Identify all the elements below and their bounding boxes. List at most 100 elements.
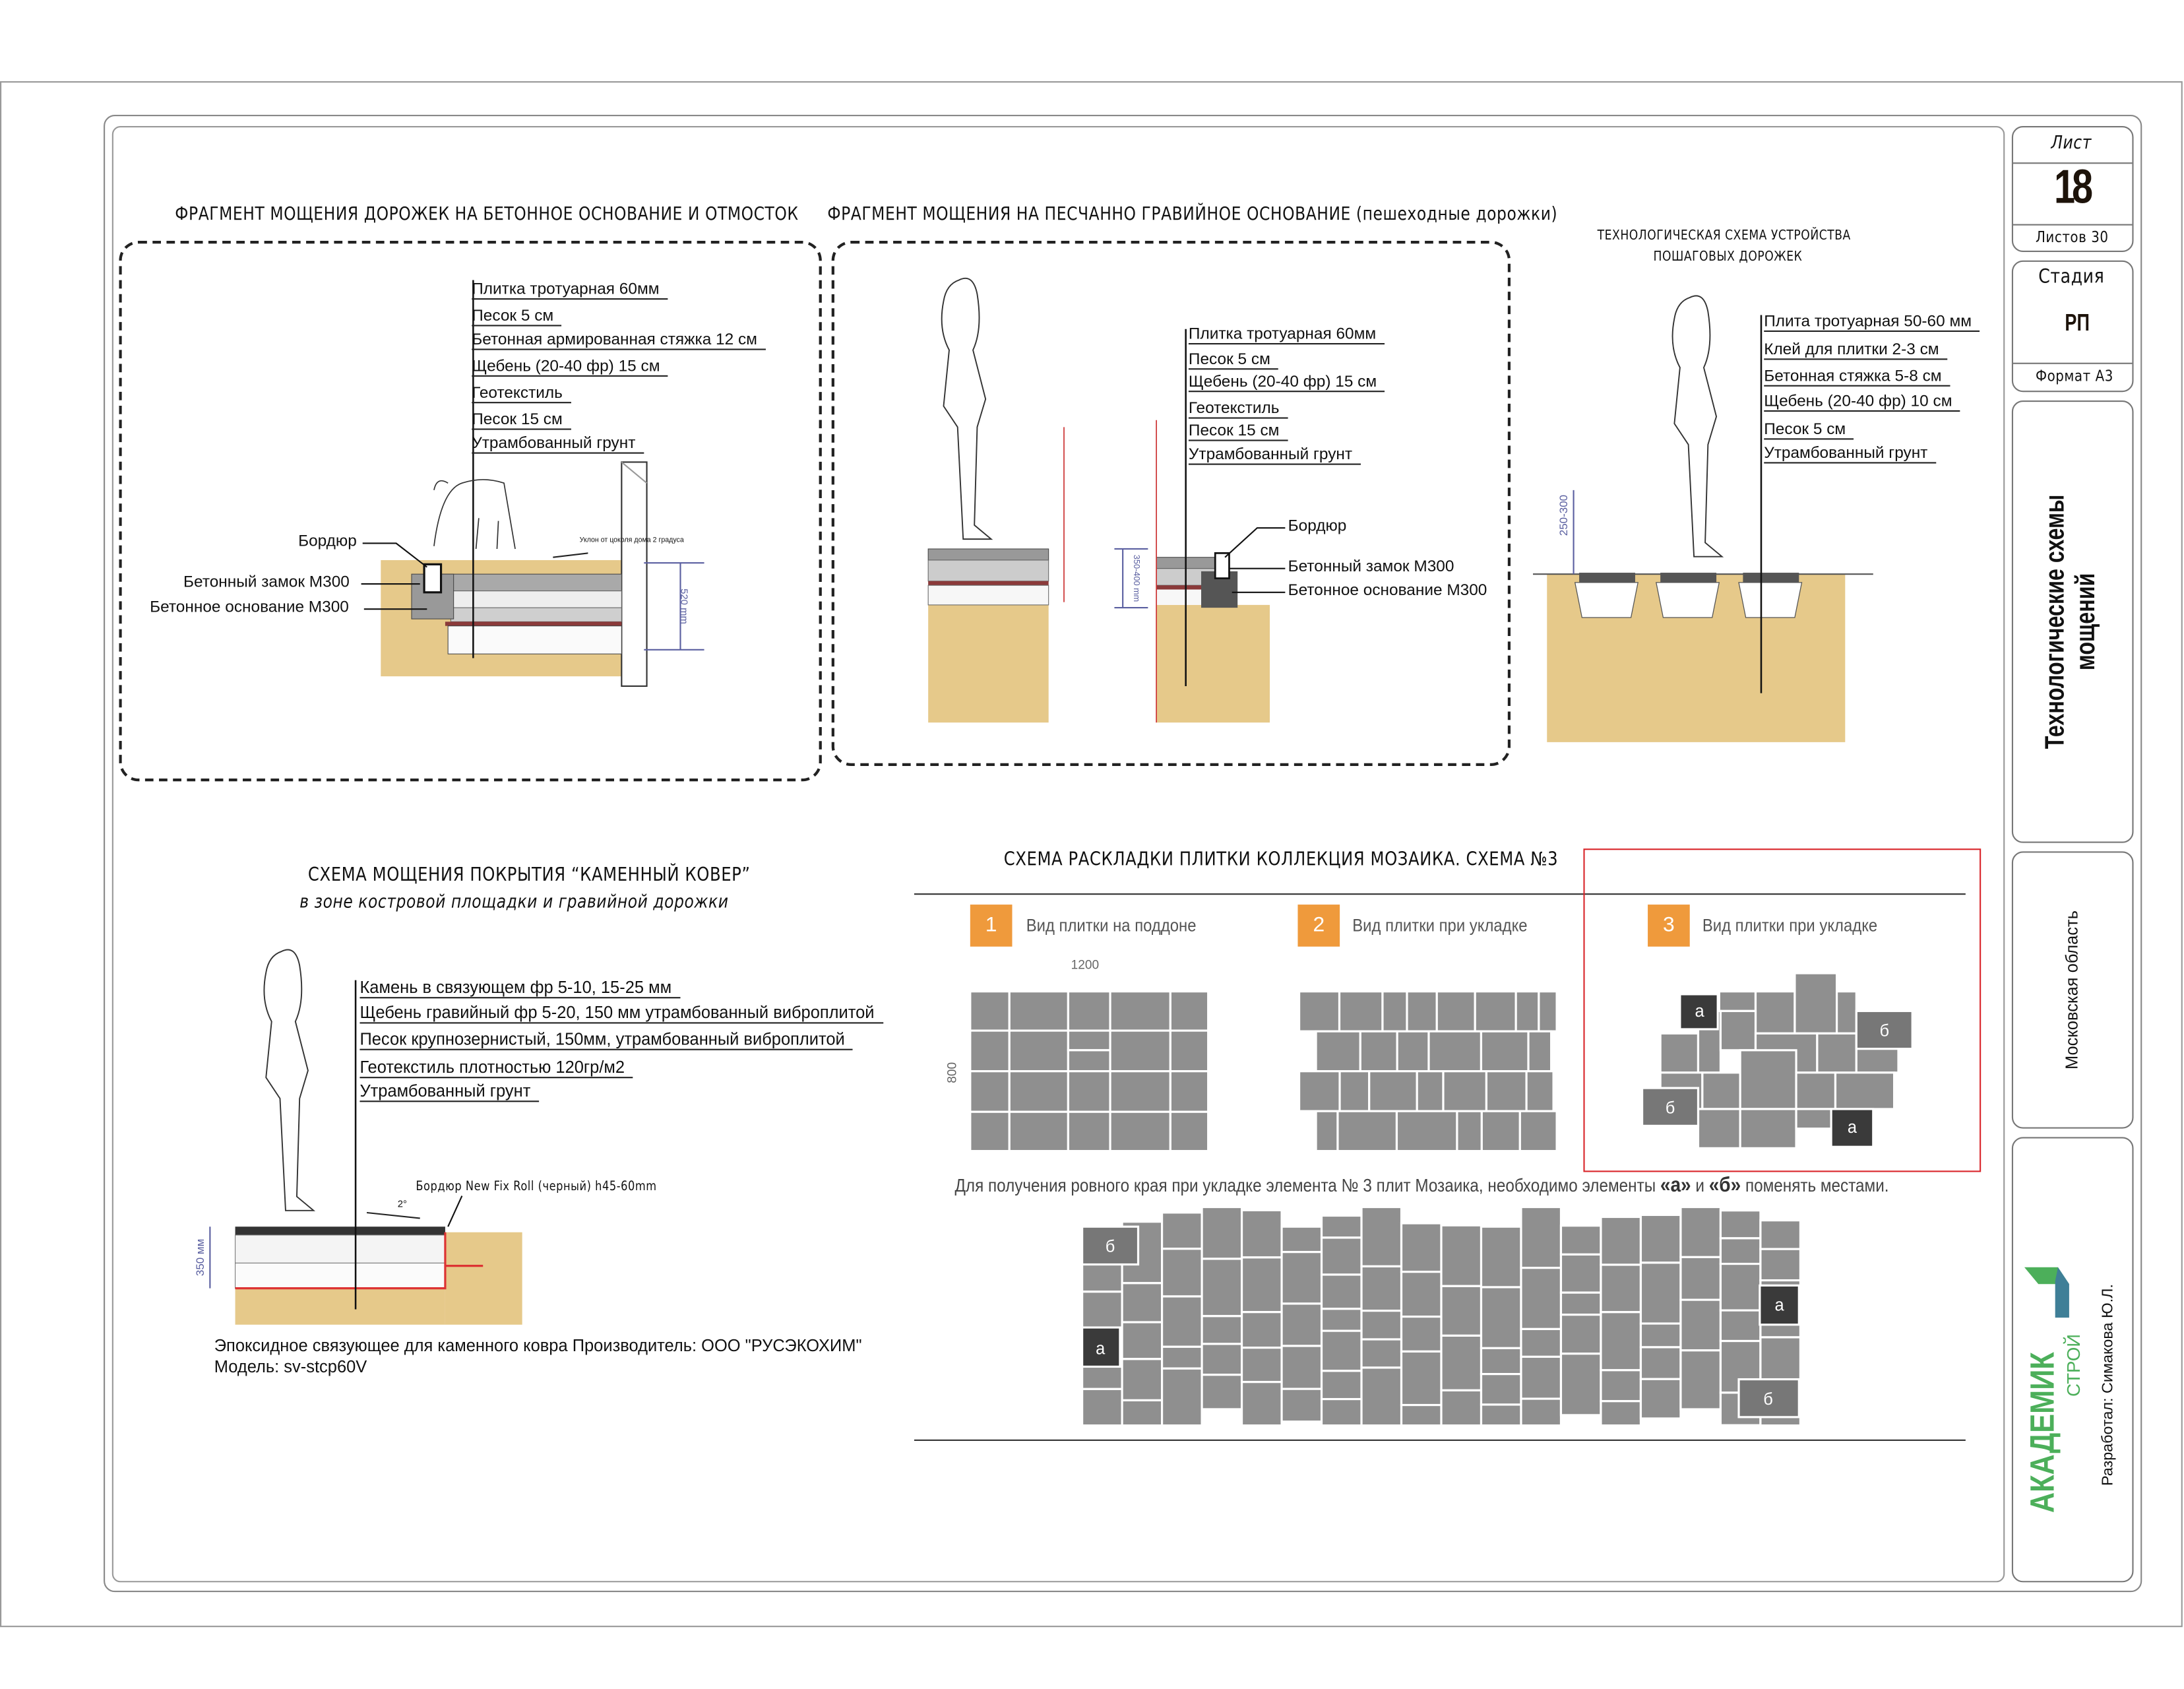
tile <box>1520 1397 1563 1427</box>
tile <box>1559 1253 1602 1294</box>
tile <box>1538 990 1558 1033</box>
section3-title-line1: ТЕХНОЛОГИЧЕСКАЯ СХЕМА УСТРОЙСТВА <box>1597 228 1851 244</box>
tile <box>1336 1110 1398 1153</box>
tile <box>1280 1225 1323 1254</box>
note-b: «б» <box>1708 1173 1741 1197</box>
section2-lock-label: Бетонный замок М300 <box>1288 558 1454 576</box>
tile <box>1816 1032 1857 1074</box>
section5-title: СХЕМА РАСКЛАДКИ ПЛИТКИ КОЛЛЕКЦИЯ МОЗАИКА… <box>1003 848 1559 872</box>
tile <box>1559 1353 1602 1417</box>
layer-label: Щебень (20-40 фр) 15 см <box>472 358 669 377</box>
tile <box>1480 1110 1521 1153</box>
content-frame <box>111 126 2005 1583</box>
sheets-total: Листов 30 <box>2035 228 2109 247</box>
tile <box>1201 1205 1243 1260</box>
tile <box>1440 1285 1483 1337</box>
tile <box>1679 1205 1722 1258</box>
layer-label: Клей для плитки 2-3 см <box>1764 342 1948 360</box>
section2-border-label: Бордюр <box>1288 518 1347 535</box>
layer-label: Плитка тротуарная 60мм <box>472 282 668 300</box>
section1-base-label: Бетонное основание М300 <box>150 599 349 616</box>
tile <box>1600 1263 1642 1314</box>
tile <box>1161 1211 1203 1250</box>
tile <box>1639 1261 1682 1325</box>
tile <box>1280 1251 1323 1305</box>
section1-title: ФРАГМЕНТ МОЩЕНИЯ ДОРОЖЕК НА БЕТОННОЕ ОСН… <box>175 204 799 226</box>
dog-icon <box>433 479 516 550</box>
tile <box>1109 1070 1171 1113</box>
tile <box>1559 1314 1602 1355</box>
stage-value: РП <box>2065 309 2090 336</box>
tile-a <box>1081 1326 1121 1368</box>
logo-box: АКАДЕМИК СТРОЙ Разработал: Симакова Ю.Л. <box>2011 1137 2134 1583</box>
tile <box>1320 1273 1363 1310</box>
tile <box>1240 1256 1283 1314</box>
divider-bottom <box>914 1439 1966 1441</box>
step-badge-1: 1 <box>970 905 1013 947</box>
person-figure-icon <box>263 949 316 1211</box>
tile <box>1201 1258 1243 1318</box>
tile <box>1360 1338 1403 1369</box>
tile <box>1435 990 1476 1033</box>
tile <box>1474 990 1517 1033</box>
tile <box>1360 1310 1403 1341</box>
tile <box>1485 1070 1528 1112</box>
tile <box>1718 990 1757 1012</box>
tile <box>1406 990 1438 1033</box>
tile <box>969 990 1011 1032</box>
tile <box>1169 990 1210 1032</box>
tile <box>1297 1070 1341 1112</box>
tile <box>1559 1291 1602 1316</box>
tile <box>1600 1311 1642 1372</box>
tile <box>1395 1110 1458 1153</box>
layer-label: Геотекстиль <box>1188 400 1288 419</box>
layer-label: Геотекстиль плотностью 120гр/м2 <box>359 1057 633 1079</box>
tile <box>1315 1030 1361 1073</box>
tile <box>1400 1316 1443 1353</box>
mosaic-note: Для получения ровного края при укладке э… <box>954 1174 1888 1197</box>
tile <box>1514 990 1540 1033</box>
pallet-width: 1200 <box>1071 957 1100 972</box>
tile-mark: б <box>1106 1237 1115 1256</box>
tile-mark: б <box>1666 1099 1675 1117</box>
tile <box>1067 1070 1111 1113</box>
tile <box>1067 1110 1111 1153</box>
tile <box>1121 1321 1164 1360</box>
tile <box>1400 1403 1443 1427</box>
layer-label: Плита тротуарная 50-60 мм <box>1764 313 1980 333</box>
section1-lock-label: Бетонный замок М300 <box>183 574 350 591</box>
tile <box>1480 1373 1522 1406</box>
tile <box>1121 1399 1164 1427</box>
tile <box>1600 1400 1642 1427</box>
tile <box>1719 1262 1762 1312</box>
tile <box>1795 1071 1837 1110</box>
tile-mark: б <box>1763 1390 1773 1409</box>
tile <box>1719 1209 1762 1240</box>
tile <box>1719 1309 1762 1343</box>
tile <box>1480 1030 1530 1073</box>
tile <box>1109 990 1171 1032</box>
layer-label: Песок 15 см <box>1188 423 1288 441</box>
tile <box>1280 1387 1323 1423</box>
tile <box>1121 1282 1164 1323</box>
layer-label: Плитка тротуарная 60мм <box>1188 327 1385 345</box>
stage-box: Стадия РП Формат А3 <box>2011 260 2134 393</box>
tile <box>1381 990 1408 1033</box>
tile <box>969 1070 1011 1113</box>
section4-border-label: Бордюр New Fix Roll (черный) h45-60mm <box>416 1180 657 1195</box>
tile <box>1400 1271 1443 1318</box>
tile <box>1161 1248 1203 1298</box>
tile <box>1320 1236 1363 1276</box>
stage-label: Стадия <box>2038 266 2105 289</box>
note-text-2: поменять местами. <box>1741 1174 1889 1196</box>
tile <box>1169 1110 1210 1153</box>
section4-title: СХЕМА МОЩЕНИЯ ПОКРЫТИЯ “КАМЕННЫЙ КОВЕР” <box>307 864 751 887</box>
layer-label: Бетонная стяжка 5-8 см <box>1764 368 1950 387</box>
tile <box>1169 1070 1210 1113</box>
tile <box>1320 1329 1363 1372</box>
tile <box>969 1110 1011 1153</box>
tile <box>1697 1108 1741 1149</box>
highlight-box <box>1583 848 1981 1172</box>
tile <box>1320 1397 1363 1427</box>
